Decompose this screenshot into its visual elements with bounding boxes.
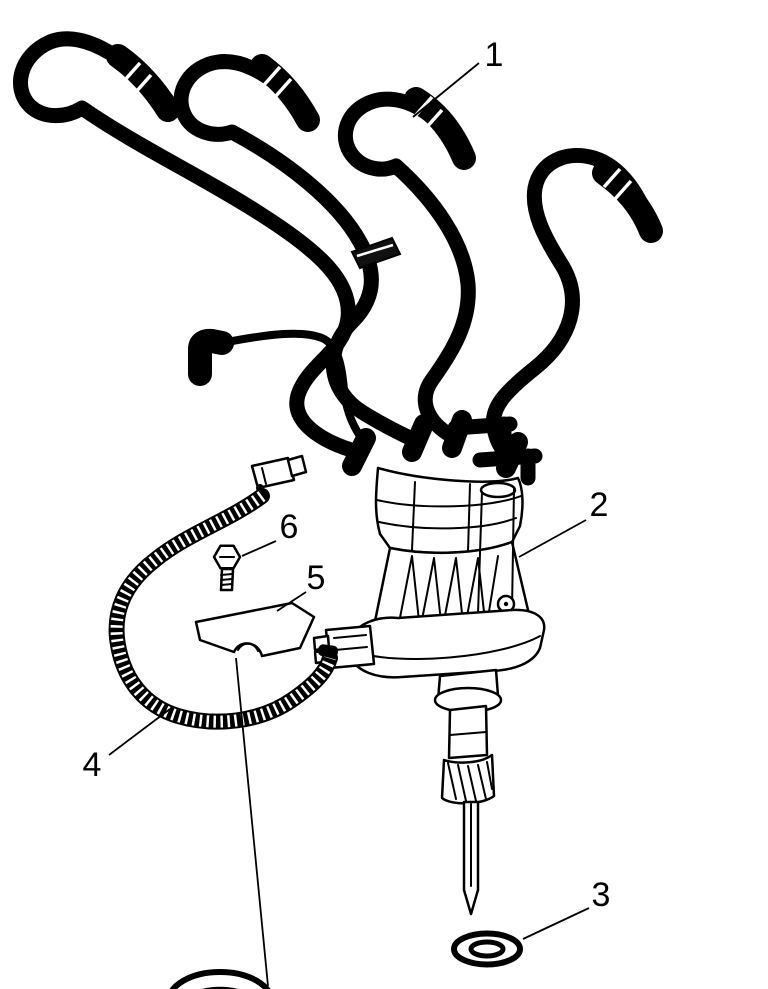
washer-inner-rim [468,939,506,959]
callout-6-label: 6 [280,508,299,546]
spark-plug-wire-set [13,31,663,467]
boot-ring [262,65,282,87]
harness-conduit-ribs [110,491,336,728]
seal-washer [451,930,523,968]
callout-4-leader [108,708,171,756]
boot-ring [602,167,622,189]
callout-2-label: 2 [590,486,609,524]
callout-3-label: 3 [592,876,611,914]
wire-retainer-clip [350,236,402,270]
partial-outer-rim [169,969,271,989]
harness-end-terminal [317,644,339,658]
module-detail [333,634,368,651]
callout-3-leader [522,907,590,940]
cap-elbow-boot [447,416,518,455]
distributor-shaft [433,668,503,916]
column-top [479,481,517,499]
column-sides [477,487,515,615]
callout-6-leader [241,540,277,557]
boot-ring [273,77,293,99]
cap-tower-boot [342,428,376,476]
plug-wire-2 [173,54,426,450]
callout-5-label: 5 [307,559,326,597]
bolt-threads [220,573,233,586]
boot-ring [424,108,444,130]
lead-wire [218,329,364,440]
elbow-boot [188,328,234,386]
shaft-groove [449,731,487,736]
connector-body [250,456,296,490]
clamp-plate [194,601,316,658]
shaft-body [447,704,489,760]
plug-boot-3 [404,87,476,170]
plug-wire-3 [337,91,476,446]
callout-1-leader [412,62,480,118]
cap-elbow-boot [472,448,543,486]
callout-5-leader [276,591,307,612]
clamp-reference-line [235,657,269,987]
cap-tower-boot [402,414,434,462]
connector-detail [261,467,267,485]
boot-ring [133,73,153,95]
connector-tip [286,454,308,478]
boot-ring [613,179,633,201]
cap-rib-line [411,481,471,553]
callouts: 1 2 3 4 5 6 [83,36,611,940]
plug-wire-1 [13,31,366,460]
plug-boot-2 [250,54,320,132]
partial-component-bottom [169,969,271,989]
column-screw-dot [503,601,509,607]
boot-ring [122,61,142,83]
cap-band-line [376,495,522,508]
cap-band-line [378,517,517,530]
callout-2-leader [518,519,587,558]
clip-highlight [356,243,394,258]
housing-fins [397,555,499,633]
base-flange [348,608,546,679]
gear-teeth [447,761,493,802]
hold-down-clamp [194,601,316,987]
callout-4-label: 4 [83,746,102,784]
distributor-cap [374,466,524,555]
cap-clip-column [477,481,517,615]
callout-1-label: 1 [485,36,504,74]
distributor-assembly [312,410,546,916]
wiring-harness [108,454,339,730]
coil-lead-wire [188,328,364,440]
clamp-slot [237,642,259,652]
hold-down-bolt [212,544,242,592]
plug-boot-4 [592,161,663,243]
